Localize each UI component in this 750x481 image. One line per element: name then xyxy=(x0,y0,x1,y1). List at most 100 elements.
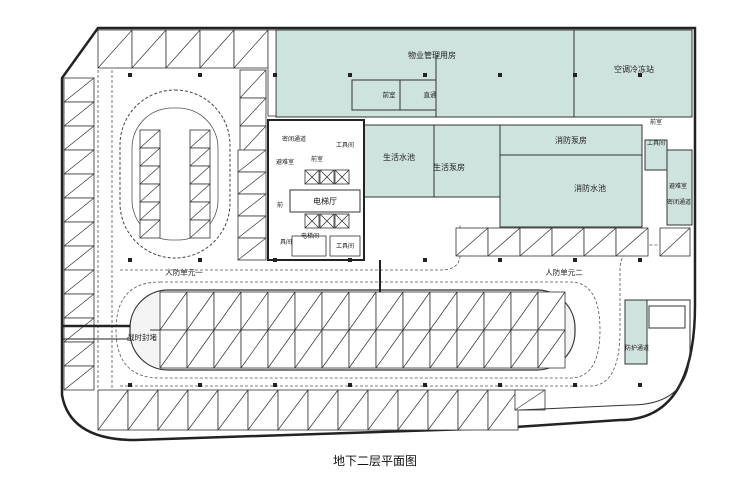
room-elevator-hall[interactable] xyxy=(289,189,361,213)
parking-stall-diagonal xyxy=(487,227,521,257)
label-domestic-water-tank: 生活水池 xyxy=(383,152,415,162)
label-ac-refrigeration: 空调冷冻站 xyxy=(614,64,654,74)
parking-stall-diagonal xyxy=(487,389,519,431)
room-fire-pump[interactable] xyxy=(499,124,643,156)
parking-stall-diagonal xyxy=(139,219,161,239)
parking-stall-diagonal xyxy=(483,329,512,369)
column xyxy=(498,258,502,262)
parking-stall-diagonal xyxy=(63,221,95,247)
column xyxy=(573,383,577,387)
parking-stall-diagonal xyxy=(63,293,95,319)
column xyxy=(348,73,352,77)
parking-stall-diagonal xyxy=(213,291,242,331)
label-refuge-room-1: 避难室 xyxy=(276,158,294,166)
parking-stall-diagonal xyxy=(139,201,161,221)
parking-stall-diagonal xyxy=(63,245,95,271)
parking-stall-diagonal xyxy=(63,197,95,223)
parking-stall-diagonal xyxy=(213,329,242,369)
parking-stall-diagonal xyxy=(537,291,566,331)
annotation-civil-defense-2: 人防单元二 xyxy=(545,267,583,277)
column xyxy=(128,73,132,77)
parking-stall-diagonal xyxy=(237,149,267,173)
elevator-shafts xyxy=(304,169,350,229)
parking-stall-diagonal xyxy=(267,291,296,331)
parking-stall-diagonal xyxy=(237,215,267,239)
parking-stall-diagonal xyxy=(514,389,546,411)
parking-stall-diagonal xyxy=(510,291,539,331)
plan-title: 地下二层平面图 xyxy=(332,454,417,468)
parking-stall-diagonal xyxy=(239,125,267,155)
column xyxy=(273,258,277,262)
parking-stall-diagonal xyxy=(483,291,512,331)
label-property-mgmt: 物业管理用房 xyxy=(408,50,456,60)
parking-stall-diagonal xyxy=(240,291,269,331)
parking-stall-diagonal xyxy=(63,101,95,127)
label-elevator-hall: 电梯厅 xyxy=(313,196,337,206)
parking-stall-diagonal xyxy=(159,329,188,369)
parking-stall-diagonal xyxy=(189,147,211,167)
label-emergency-passage: 密闭通道 xyxy=(667,198,691,206)
parking-stall-diagonal xyxy=(429,291,458,331)
parking-stall-diagonal xyxy=(157,389,189,431)
parking-stall-diagonal xyxy=(429,329,458,369)
parking-stall-diagonal xyxy=(63,365,95,391)
parking-stall-diagonal xyxy=(127,389,159,431)
parking-stall-diagonal xyxy=(63,269,95,295)
parking-stall-diagonal xyxy=(199,29,235,69)
parking-stall-diagonal xyxy=(247,389,279,431)
column xyxy=(573,73,577,77)
parking-stall-diagonal xyxy=(239,97,267,127)
room-domestic-pump[interactable] xyxy=(433,124,501,198)
column xyxy=(573,258,577,262)
parking-stall-diagonal xyxy=(551,227,585,257)
parking-stall-diagonal xyxy=(139,165,161,185)
room-refuge-right[interactable] xyxy=(666,149,693,226)
column xyxy=(423,383,427,387)
parking-stall-diagonal xyxy=(659,227,691,257)
parking-stall-diagonal xyxy=(233,29,269,69)
parking-stall-diagonal xyxy=(537,329,566,369)
parking-stall-diagonal xyxy=(189,201,211,221)
parking-stall-diagonal xyxy=(139,147,161,167)
room-domestic-water-tank[interactable] xyxy=(363,124,435,198)
parking-stall-diagonal xyxy=(397,389,429,431)
label-front-room-2: 前室 xyxy=(311,155,323,163)
parking-stall-diagonal xyxy=(519,227,553,257)
parking-stall-diagonal xyxy=(139,183,161,203)
column xyxy=(128,258,132,262)
label-tool-room-3: 具间 xyxy=(280,238,292,246)
column xyxy=(638,73,642,77)
column xyxy=(198,73,202,77)
column xyxy=(198,383,202,387)
parking-stall-diagonal xyxy=(237,193,267,217)
parking-stall-diagonal xyxy=(375,291,404,331)
column xyxy=(423,258,427,262)
room-fire-water-tank[interactable] xyxy=(499,154,643,228)
stair-core-top[interactable] xyxy=(351,79,437,111)
column xyxy=(423,73,427,77)
parking-stall-diagonal xyxy=(239,69,267,99)
label-fire-pump-room: 消防泵房 xyxy=(555,135,587,145)
parking-stall-diagonal xyxy=(189,219,211,239)
parking-stall-diagonal xyxy=(348,291,377,331)
left-loop xyxy=(119,89,231,259)
column xyxy=(273,73,277,77)
parking-stall-diagonal xyxy=(337,389,369,431)
room-labels: 物业管理用房 空调冷冻站 前室 直通 消防泵房 生活水池 生活泵房 消防水池 电… xyxy=(276,50,691,352)
parking-stall-diagonal xyxy=(63,317,95,343)
label-direct-stair: 直通 xyxy=(424,90,438,99)
parking-stall-diagonal xyxy=(237,237,267,261)
parking-stall-diagonal xyxy=(63,173,95,199)
parking-stall-diagonal xyxy=(63,77,95,103)
parking-stall-diagonal xyxy=(237,171,267,195)
parking-stall-diagonal xyxy=(307,389,339,431)
column xyxy=(638,383,642,387)
label-tool-small: 工具间 xyxy=(647,139,665,147)
parking-stall-diagonal xyxy=(456,291,485,331)
ramp-right xyxy=(519,299,691,411)
parking-stall-diagonal xyxy=(187,389,219,431)
parking-stall-diagonal xyxy=(165,29,201,69)
annotation-civil-defense-1: 人防单元一 xyxy=(165,267,203,277)
label-tool-room-1: 工具间 xyxy=(336,141,354,149)
parking-stall-diagonal xyxy=(402,291,431,331)
